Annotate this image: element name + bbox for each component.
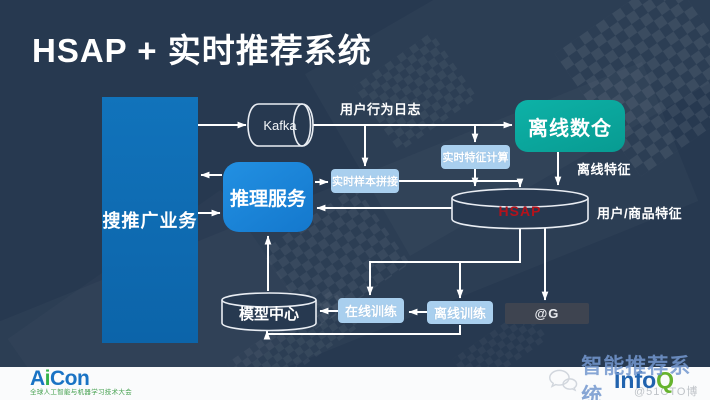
infoq-logo-info: Info	[614, 367, 657, 393]
node-business: 搜推广业务	[102, 97, 198, 343]
watermark-text: 智能推荐系统	[581, 355, 692, 400]
blog-watermark: @51CTO博客	[634, 386, 699, 398]
wechat-icon	[549, 369, 578, 392]
node-realtime-feature-compute: 实时特征计算	[441, 145, 510, 169]
node-online-training: 在线训练	[338, 298, 404, 323]
node-model-center-label: 模型中心	[238, 305, 299, 323]
aicon-logo-i: i	[44, 367, 51, 390]
node-offline-training: 离线训练	[427, 301, 493, 324]
footer-band: AiCon 全球人工智能与机器学习技术大会 @51CTO博客 InfoQ	[0, 367, 710, 400]
node-hsap-label: HSAP	[498, 203, 542, 219]
label-user-behavior-log: 用户行为日志	[340, 102, 422, 117]
node-atg: @G	[505, 303, 589, 324]
node-realtime-sample-join: 实时样本拼接	[331, 169, 399, 193]
label-user-item-feature: 用户/商品特征	[597, 206, 683, 221]
kafka-cylinder	[247, 103, 314, 147]
wechat-watermark: 智能推荐系统	[547, 350, 710, 400]
aicon-logo: AiCon 全球人工智能与机器学习技术大会	[30, 368, 132, 397]
infoq-logo: InfoQ	[614, 369, 674, 392]
node-kafka-label: Kafka	[263, 117, 297, 133]
infoq-logo-q: Q	[656, 367, 675, 393]
edge-rtsample-hsap	[399, 178, 524, 188]
model-center-cylinder	[221, 292, 317, 332]
node-offline-data-warehouse: 离线数仓	[515, 100, 625, 152]
label-offline-feature: 离线特征	[577, 162, 632, 177]
edge-hsap-onlinetrain	[366, 228, 521, 296]
edge-offlinetrain-model	[263, 325, 461, 340]
aicon-tagline: 全球人工智能与机器学习技术大会	[30, 389, 132, 396]
hsap-cylinder	[451, 188, 589, 230]
aicon-logo-a: A	[30, 367, 45, 390]
slide-title: HSAP + 实时推荐系统	[32, 32, 372, 69]
aicon-logo-con: Con	[50, 367, 90, 390]
node-inference-service: 推理服务	[223, 162, 313, 232]
